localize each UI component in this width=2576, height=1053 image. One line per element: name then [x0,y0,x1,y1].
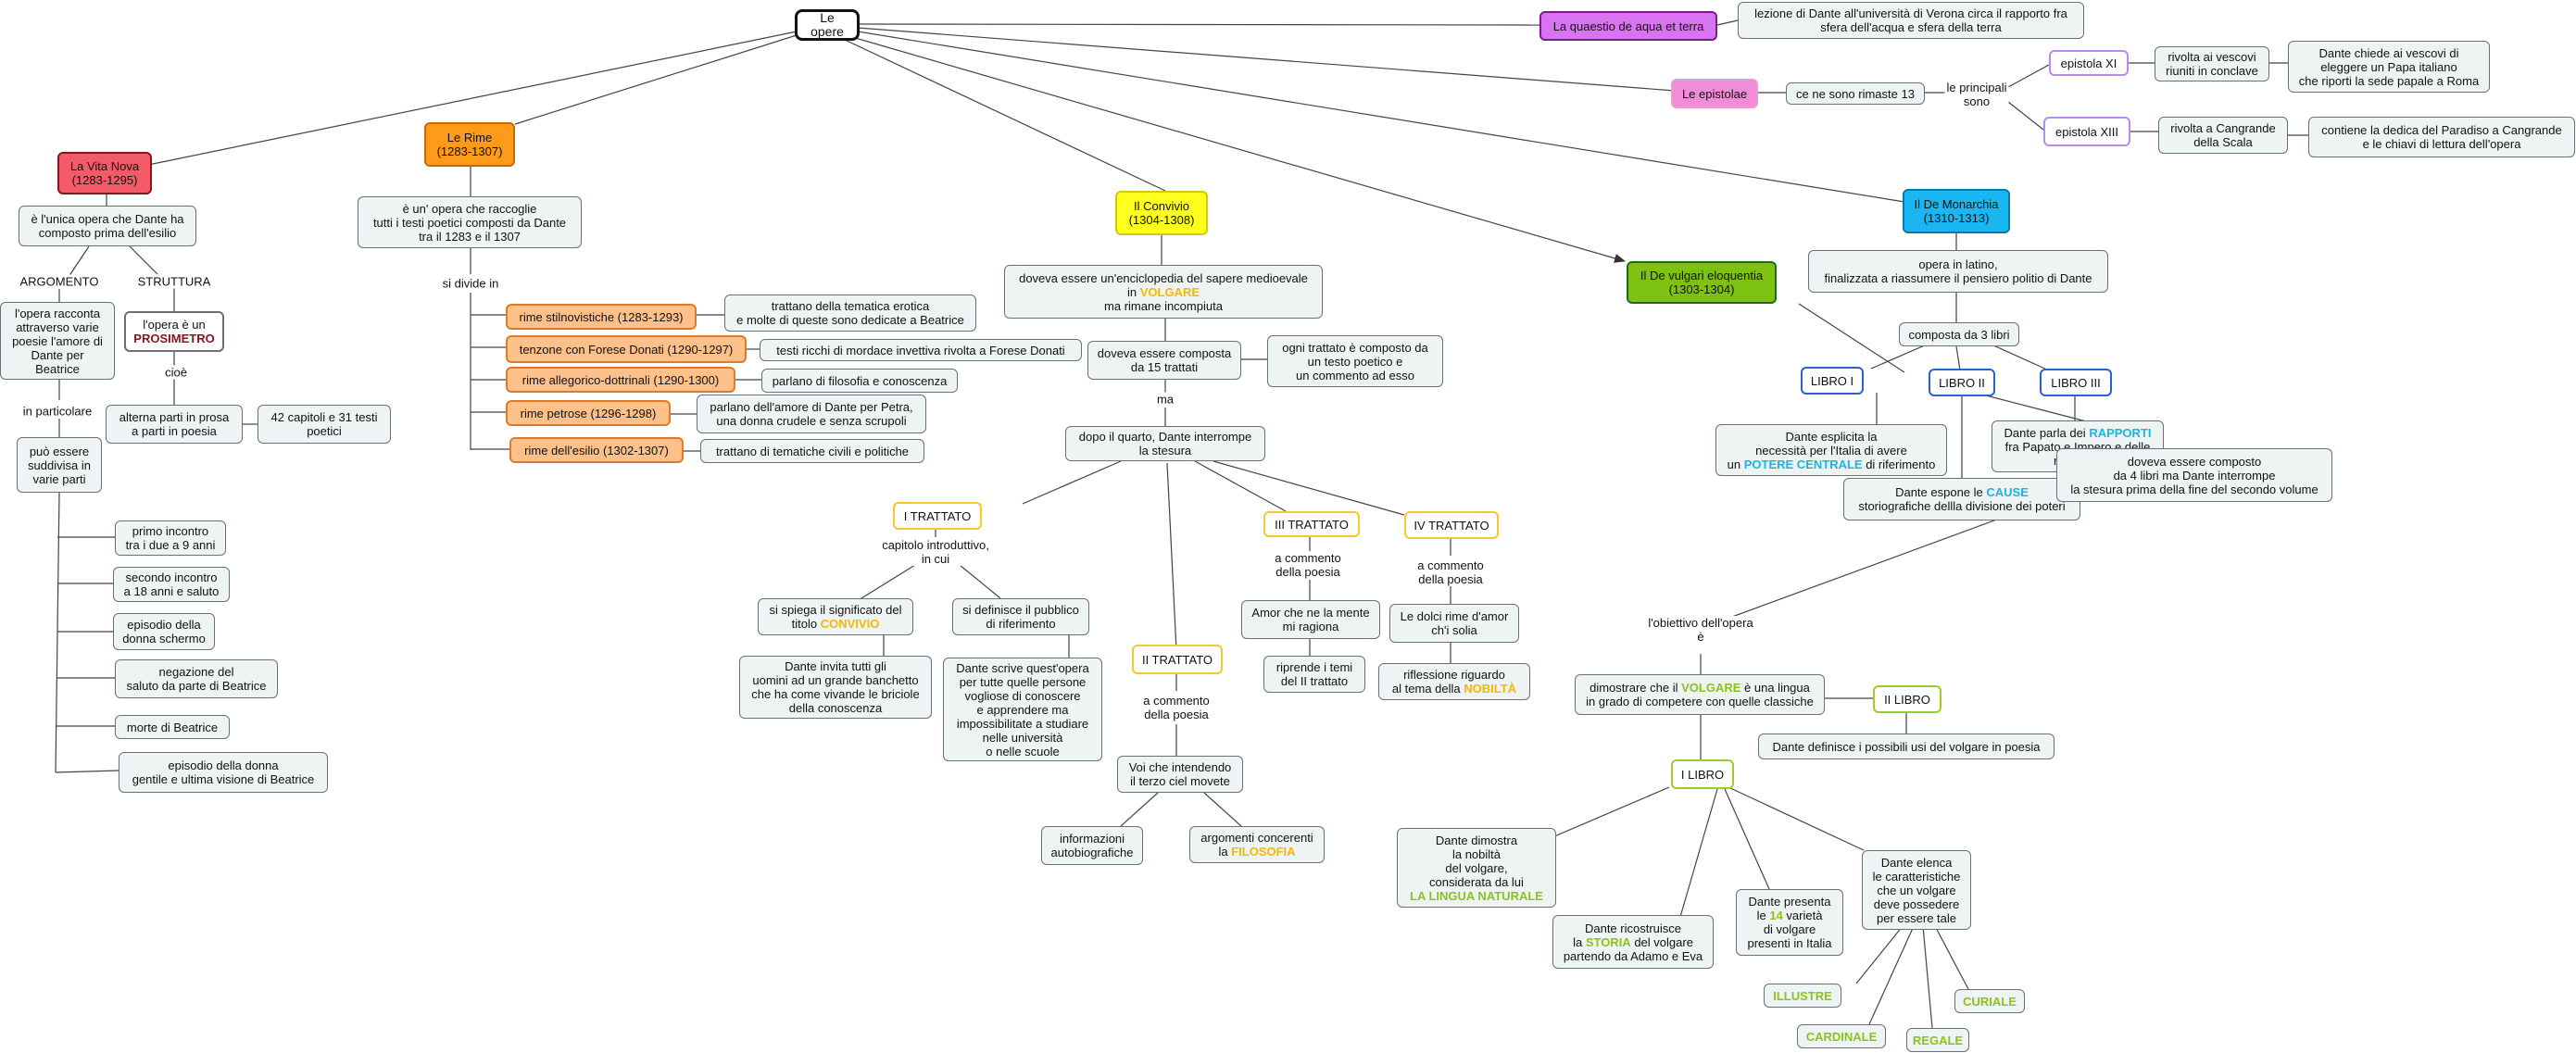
node-t4-poesia[interactable]: Le dolci rime d'amor ch'i solia [1389,604,1519,643]
node-vita-nova[interactable]: La Vita Nova (1283-1295) [57,152,152,194]
label-capitolo: capitolo introduttivo, in cui [880,538,991,566]
node-epistola-xiii-a[interactable]: rivolta a Cangrande della Scala [2158,117,2288,154]
node-libro-3[interactable]: LIBRO III [2040,369,2112,396]
node-dve-volgare[interactable]: dimostrare che il VOLGARE è una lingua i… [1575,674,1825,715]
node-vn-part-2[interactable]: secondo incontro a 18 anni e saluto [113,567,230,602]
node-dve-libro-2-desc[interactable]: Dante definisce i possibili usi del volg… [1758,733,2055,759]
node-cardinale[interactable]: CARDINALE [1797,1024,1886,1048]
node-t1-persone[interactable]: Dante scrive quest'opera per tutte quell… [943,658,1102,761]
node-alterna[interactable]: alterna parti in prosa a parti in poesia [106,405,243,444]
node-dve-14-varieta[interactable]: Dante presenta le 14 varietà di volgare … [1736,889,1843,956]
node-rime[interactable]: Le Rime (1283-1307) [424,122,515,167]
node-libro-2[interactable]: LIBRO II [1929,369,1995,396]
label-ma: ma [1154,392,1176,407]
node-vn-part-1[interactable]: primo incontro tra i due a 9 anni [115,520,226,556]
node-t1-pubblico[interactable]: si definisce il pubblico di riferimento [952,598,1089,635]
node-epistola-xiii-b[interactable]: contiene la dedica del Paradiso a Cangra… [2308,117,2575,157]
node-illustre[interactable]: ILLUSTRE [1764,984,1841,1008]
node-trattato-2[interactable]: II TRATTATO [1132,645,1223,674]
node-convivio-desc[interactable]: doveva essere un'enciclopedia del sapere… [1004,265,1323,319]
node-dve-nobilta[interactable]: Dante dimostra la nobiltà del volgare, c… [1397,828,1556,908]
node-t2-filosofia[interactable]: argomenti concerenti la FILOSOFIA [1189,826,1325,863]
node-trattato-3[interactable]: III TRATTATO [1263,511,1360,537]
node-t1-convivio[interactable]: si spiega il significato del titolo CONV… [758,598,913,635]
node-monarchia-4-libri[interactable]: doveva essere composto da 4 libri ma Dan… [2056,448,2332,502]
node-vn-part-6[interactable]: episodio della donna gentile e ultima vi… [119,752,328,793]
node-rime-esilio[interactable]: rime dell'esilio (1302-1307) [509,437,684,463]
node-epistola-xi-a[interactable]: rivolta ai vescovi riuniti in conclave [2155,46,2269,81]
node-convivio-15-desc[interactable]: ogni trattato è composto da un testo poe… [1267,335,1443,387]
node-42-capitoli[interactable]: 42 capitoli e 31 testi poetici [258,405,391,444]
label-commento-2: a commento della poesia [1141,694,1212,721]
label-principali: le principali sono [1944,81,2009,108]
node-libro-1[interactable]: LIBRO I [1801,367,1864,395]
node-epistola-xi-b[interactable]: Dante chiede ai vescovi di eleggere un P… [2288,41,2490,93]
label-commento-3: a commento della poesia [1273,551,1343,579]
node-vn-part-5[interactable]: morte di Beatrice [115,715,230,739]
node-vn-part-3[interactable]: episodio della donna schermo [113,613,215,650]
node-suddivisa[interactable]: può essere suddivisa in varie parti [17,437,102,493]
node-trattato-4[interactable]: IV TRATTATO [1404,511,1499,539]
root-node-le-opere[interactable]: Le opere [795,9,860,41]
node-epistola-xiii[interactable]: epistola XIII [2043,117,2130,146]
node-rime-desc[interactable]: è un' opera che raccoglie tutti i testi … [358,196,582,248]
node-dve-libro-2[interactable]: II LIBRO [1873,685,1941,713]
node-rime-petrose-desc[interactable]: parlano dell'amore di Dante per Petra, u… [697,395,926,433]
node-monarchia[interactable]: Il De Monarchia (1310-1313) [1903,189,2010,233]
node-monarchia-3-libri[interactable]: composta da 3 libri [1899,322,2019,346]
node-regale[interactable]: REGALE [1906,1028,1969,1052]
node-epistolae[interactable]: Le epistolae [1671,79,1758,108]
node-rime-stilnovistiche[interactable]: rime stilnovistiche (1283-1293) [506,304,697,330]
node-libro-1-desc[interactable]: Dante esplicita la necessità per l'Itali… [1715,424,1947,476]
node-dve-libro-1[interactable]: I LIBRO [1671,759,1734,789]
node-rime-esilio-desc[interactable]: trattano di tematiche civili e politiche [700,439,924,463]
label-obiettivo: l'obiettivo dell'opera è [1646,616,1755,644]
node-trattato-1[interactable]: I TRATTATO [893,502,982,530]
node-t3-temi[interactable]: riprende i temi del II trattato [1263,656,1365,693]
node-tenzone[interactable]: tenzone con Forese Donati (1290-1297) [506,335,747,363]
node-t2-autobio[interactable]: informazioni autobiografiche [1041,826,1143,865]
node-rime-allegoriche[interactable]: rime allegorico-dottrinali (1290-1300) [506,367,735,393]
label-in-particolare: in particolare [20,404,94,419]
node-vita-nova-argomento[interactable]: l'opera racconta attraverso varie poesie… [0,302,115,380]
node-dve-caratteristiche[interactable]: Dante elenca le caratteristiche che un v… [1862,850,1971,930]
node-convivio-15[interactable]: doveva essere composta da 15 trattati [1087,341,1241,380]
label-si-divide-in: si divide in [440,276,501,291]
label-cioe: cioè [163,365,189,380]
node-rime-petrose[interactable]: rime petrose (1296-1298) [506,400,671,426]
node-t3-poesia[interactable]: Amor che ne la mente mi ragiona [1241,600,1380,639]
label-commento-4: a commento della poesia [1415,558,1486,586]
node-epistola-xi[interactable]: epistola XI [2049,50,2129,76]
node-t2-poesia[interactable]: Voi che intendendo il terzo ciel movete [1117,756,1243,793]
label-struttura: STRUTTURA [135,274,213,289]
node-de-vulgari[interactable]: Il De vulgari eloquentia (1303-1304) [1627,261,1777,304]
node-monarchia-desc[interactable]: opera in latino, finalizzata a riassumer… [1808,250,2108,293]
node-tenzone-desc[interactable]: testi ricchi di mordace invettiva rivolt… [760,339,1082,361]
node-vn-part-4[interactable]: negazione del saluto da parte di Beatric… [115,659,278,698]
node-t1-banchetto[interactable]: Dante invita tutti gli uomini ad un gran… [739,656,932,719]
node-convivio[interactable]: Il Convivio (1304-1308) [1115,191,1208,235]
node-rime-allegoriche-desc[interactable]: parlano di filosofia e conoscenza [761,369,958,393]
node-convivio-stop[interactable]: dopo il quarto, Dante interrompe la stes… [1065,426,1265,461]
label-argomento: ARGOMENTO [18,274,101,289]
node-rime-stilnovistiche-desc[interactable]: trattano della tematica erotica e molte … [724,295,976,332]
node-vita-nova-desc[interactable]: è l'unica opera che Dante ha composto pr… [19,206,196,246]
node-quaestio-desc[interactable]: lezione di Dante all'università di Veron… [1738,2,2084,39]
node-dve-storia[interactable]: Dante ricostruisce la STORIA del volgare… [1552,915,1714,969]
node-epistolae-13[interactable]: ce ne sono rimaste 13 [1786,82,1925,105]
node-quaestio[interactable]: La quaestio de aqua et terra [1539,11,1717,41]
node-t4-nobilta[interactable]: riflessione riguardo al tema della NOBIL… [1378,663,1530,700]
node-curiale[interactable]: CURIALE [1954,989,2025,1013]
